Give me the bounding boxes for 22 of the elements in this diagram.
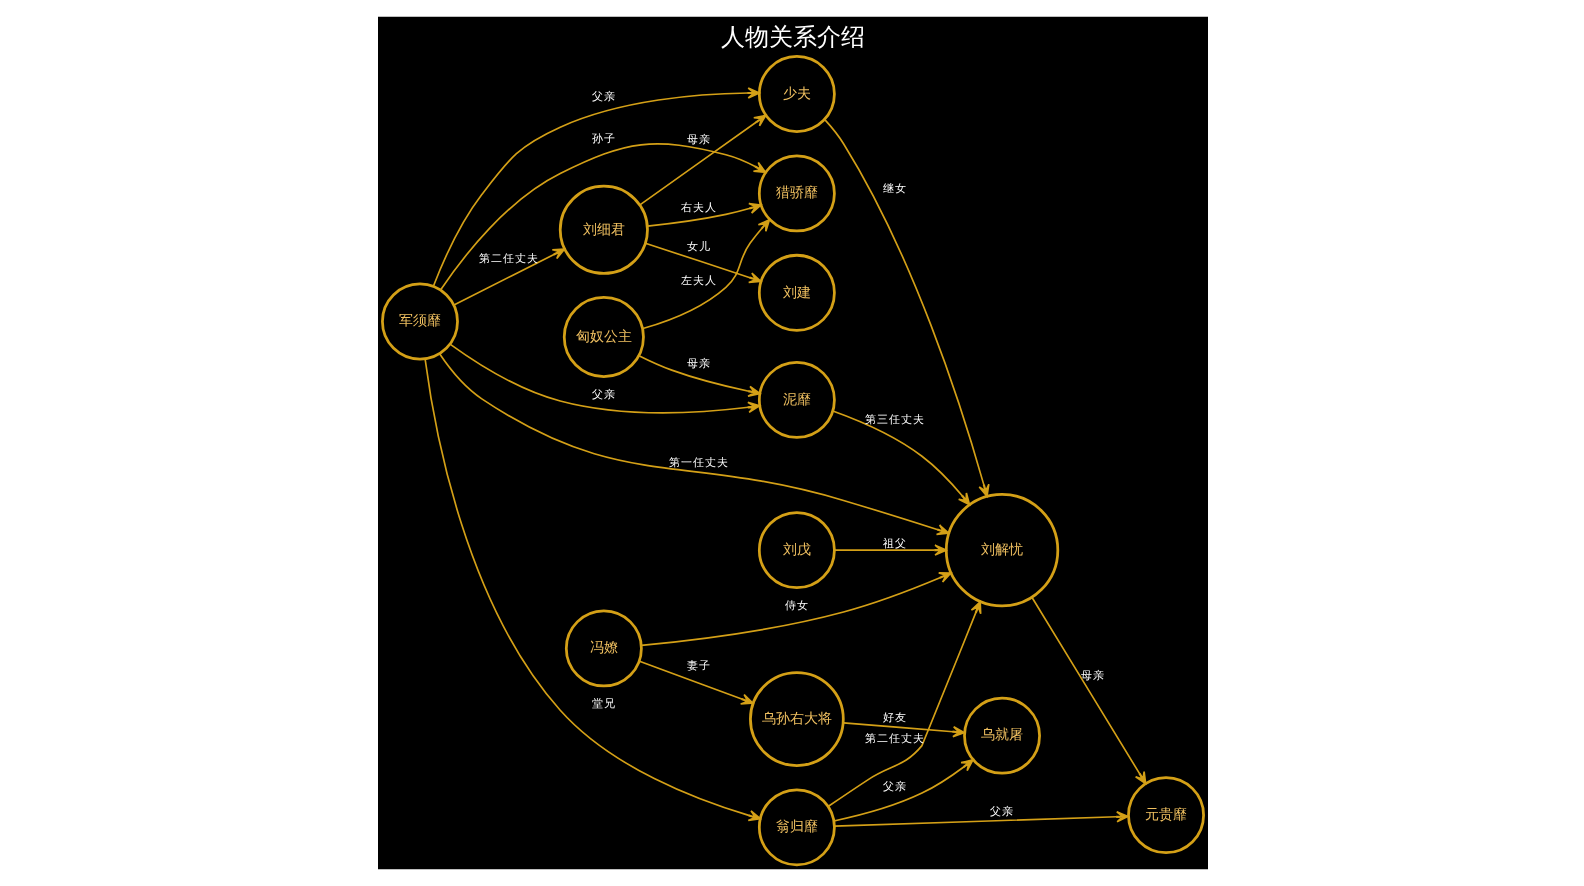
arrow [637, 354, 760, 397]
arrow [823, 119, 989, 498]
arrow [437, 352, 949, 536]
arrow [645, 202, 761, 227]
arrow [841, 722, 965, 738]
arrow [826, 600, 981, 808]
arrow [448, 343, 760, 414]
diagram-title: 人物关系介绍 [719, 22, 864, 51]
arrow [1030, 596, 1146, 785]
arrow [452, 248, 565, 306]
arrow [641, 218, 770, 330]
arrow [832, 810, 1128, 827]
arrow [638, 114, 766, 206]
arrow [438, 143, 766, 291]
arrow [423, 358, 761, 822]
arrow [831, 410, 970, 506]
arrow [431, 87, 760, 287]
arrow [832, 759, 973, 822]
arrow [637, 660, 753, 705]
arrow [639, 572, 951, 647]
arrow [832, 544, 946, 556]
arrow [643, 242, 761, 284]
